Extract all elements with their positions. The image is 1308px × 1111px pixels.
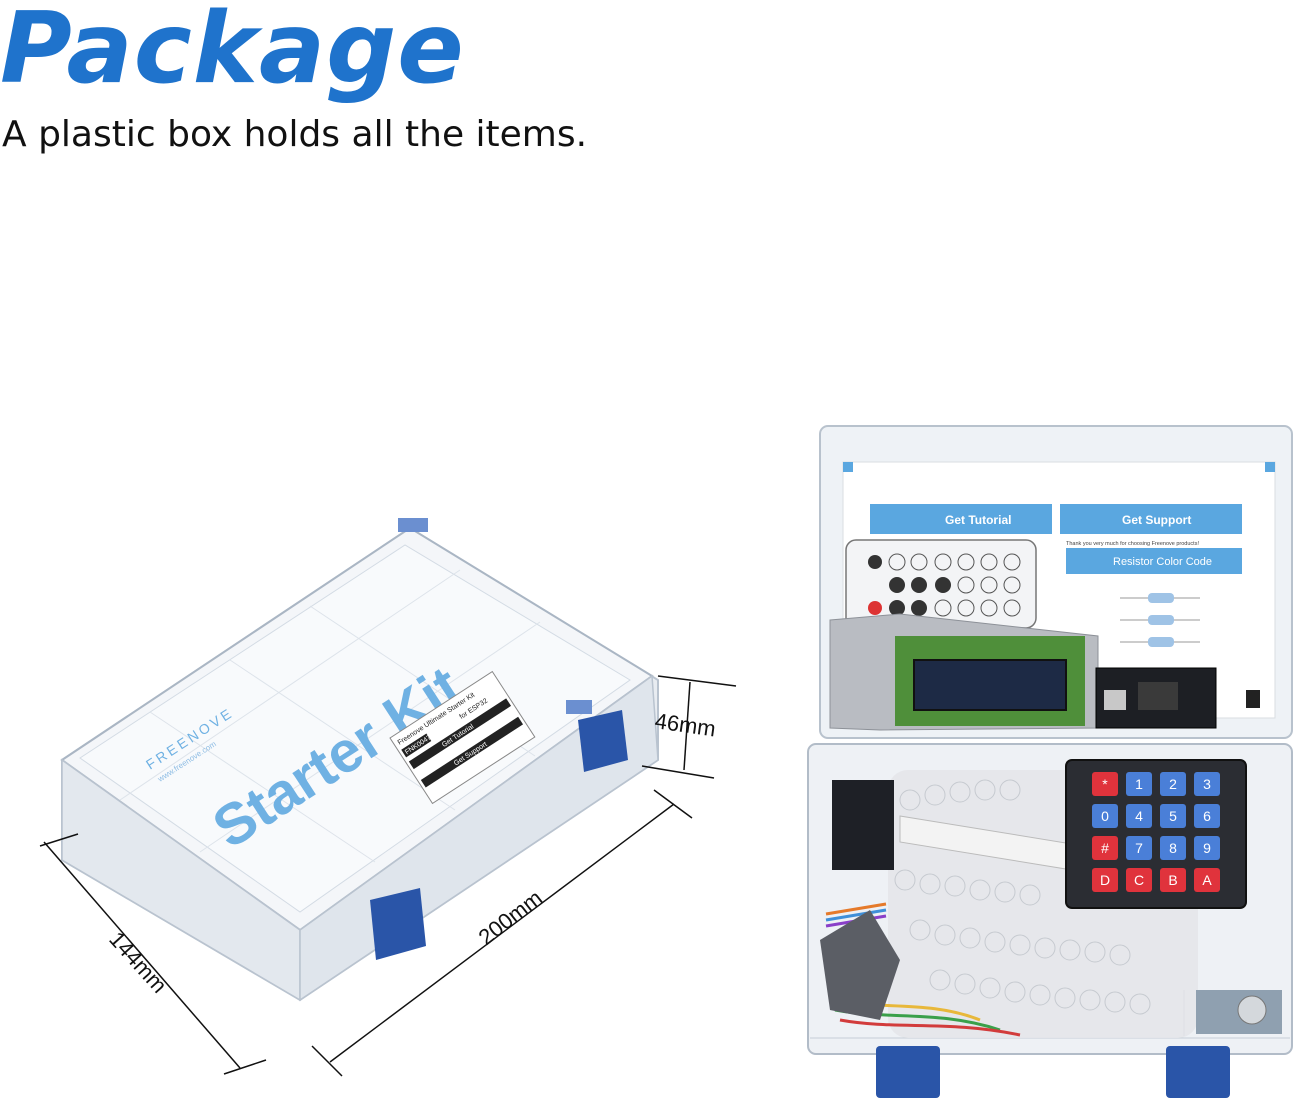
- keypad-key-label: 6: [1203, 808, 1211, 824]
- keypad-key: [1194, 836, 1220, 860]
- keypad-key-label: 7: [1135, 840, 1143, 856]
- box-clip-icon: [370, 518, 628, 960]
- page-subtitle: A plastic box holds all the items.: [2, 114, 588, 155]
- depth-dimension-label: 144mm: [104, 927, 172, 998]
- keypad-key-label: 4: [1135, 808, 1143, 824]
- keypad-key-label: 3: [1203, 776, 1211, 792]
- keypad-key: [1160, 868, 1186, 892]
- keypad-key: [1194, 772, 1220, 796]
- keypad-key-label: 2: [1169, 776, 1177, 792]
- page-title: Package: [0, 0, 465, 106]
- keypad-key: [1092, 836, 1118, 860]
- keypad-key-label: D: [1100, 872, 1110, 888]
- dimension-lines: [39, 675, 737, 1077]
- keypad-key: [1126, 868, 1152, 892]
- ultrasonic-sensor-icon: [1196, 990, 1282, 1034]
- keypad-key: [1160, 772, 1186, 796]
- keypad-key: [1092, 868, 1118, 892]
- closed-box: Starter Kit FREENOVE www.freenove.com Fr…: [60, 518, 659, 1002]
- ir-remote-icon: [845, 539, 1037, 629]
- membrane-keypad-icon: * 0 # D 1 4 7C 2 5 8B 3 6 9A: [1065, 759, 1247, 909]
- keypad-key-label: 1: [1135, 776, 1143, 792]
- keypad-key-label: 8: [1169, 840, 1177, 856]
- keypad-key: [1194, 868, 1220, 892]
- keypad-key: [1160, 836, 1186, 860]
- keypad-key-label: #: [1101, 840, 1109, 856]
- card-get-support: Get Support: [1122, 513, 1191, 527]
- lid-sticker: Freenove Ultimate Starter Kit FNK0047 fo…: [389, 670, 536, 805]
- keypad-key-label: 9: [1203, 840, 1211, 856]
- height-dimension-label: 46mm: [653, 708, 717, 741]
- lcd-screen-icon: [913, 659, 1067, 711]
- keypad-key: [1092, 772, 1118, 796]
- open-box: Get Tutorial Get Support Thank you very …: [807, 425, 1293, 1098]
- card-get-tutorial: Get Tutorial: [945, 513, 1011, 527]
- extension-board-icon: [832, 780, 894, 870]
- keypad-key: [1126, 772, 1152, 796]
- keypad-key: [1092, 804, 1118, 828]
- bubble-wrap-icon: [894, 779, 1151, 1015]
- keypad-key-label: A: [1202, 872, 1212, 888]
- keypad-key: [1126, 836, 1152, 860]
- keypad-key-label: C: [1134, 872, 1144, 888]
- keypad-key-label: 0: [1101, 808, 1109, 824]
- keypad-key: [1194, 804, 1220, 828]
- width-dimension-label: 200mm: [474, 885, 547, 950]
- box-clip-icon: [876, 1046, 1230, 1098]
- keypad-key: [1160, 804, 1186, 828]
- keypad-key-label: *: [1102, 776, 1108, 792]
- resistor-icon: [1120, 593, 1200, 647]
- card-thanks-text: Thank you very much for choosing Freenov…: [1066, 541, 1199, 547]
- keypad-key-label: 5: [1169, 808, 1177, 824]
- card-resistor-heading: Resistor Color Code: [1113, 556, 1212, 568]
- keypad-key-label: B: [1168, 872, 1177, 888]
- keypad-key: [1126, 804, 1152, 828]
